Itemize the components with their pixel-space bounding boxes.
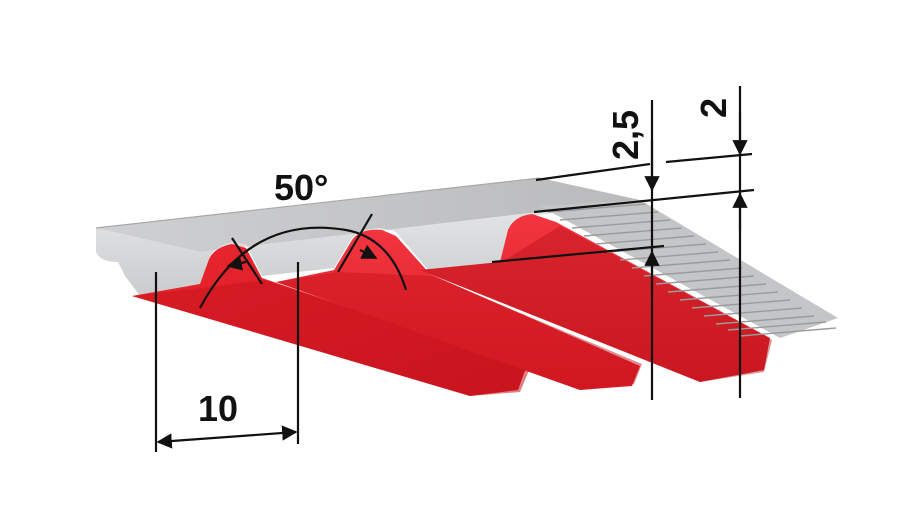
tooth-height-label: 2 — [693, 98, 734, 118]
red-tooth-2-face — [276, 272, 642, 390]
red-tooth-3 — [420, 214, 770, 382]
angle-arrow-left — [226, 255, 247, 271]
thickness-ext-top — [535, 162, 651, 182]
angle-side-right — [337, 213, 373, 273]
belt-front-profile — [96, 200, 640, 300]
grey-teeth-band — [540, 200, 838, 338]
angle-label: 50° — [274, 167, 328, 208]
thickness-ext-toothline — [491, 244, 665, 264]
belt-top-surface — [96, 178, 640, 252]
belt-edge-line — [95, 177, 541, 229]
angle-arrow-right — [359, 244, 378, 259]
pitch-label: 10 — [198, 388, 238, 429]
grey-teeth-side — [540, 200, 838, 338]
red-tooth-3-face — [420, 226, 772, 382]
total-thickness-label: 2,5 — [605, 110, 646, 160]
belt-body — [95, 177, 640, 300]
red-tooth-1-face — [132, 280, 530, 396]
dimension-lines — [154, 86, 755, 452]
angle-side-left — [231, 237, 263, 285]
thickness-ext-mid — [533, 188, 755, 214]
red-teeth — [132, 214, 772, 396]
pitch-dimension-line — [156, 425, 298, 449]
